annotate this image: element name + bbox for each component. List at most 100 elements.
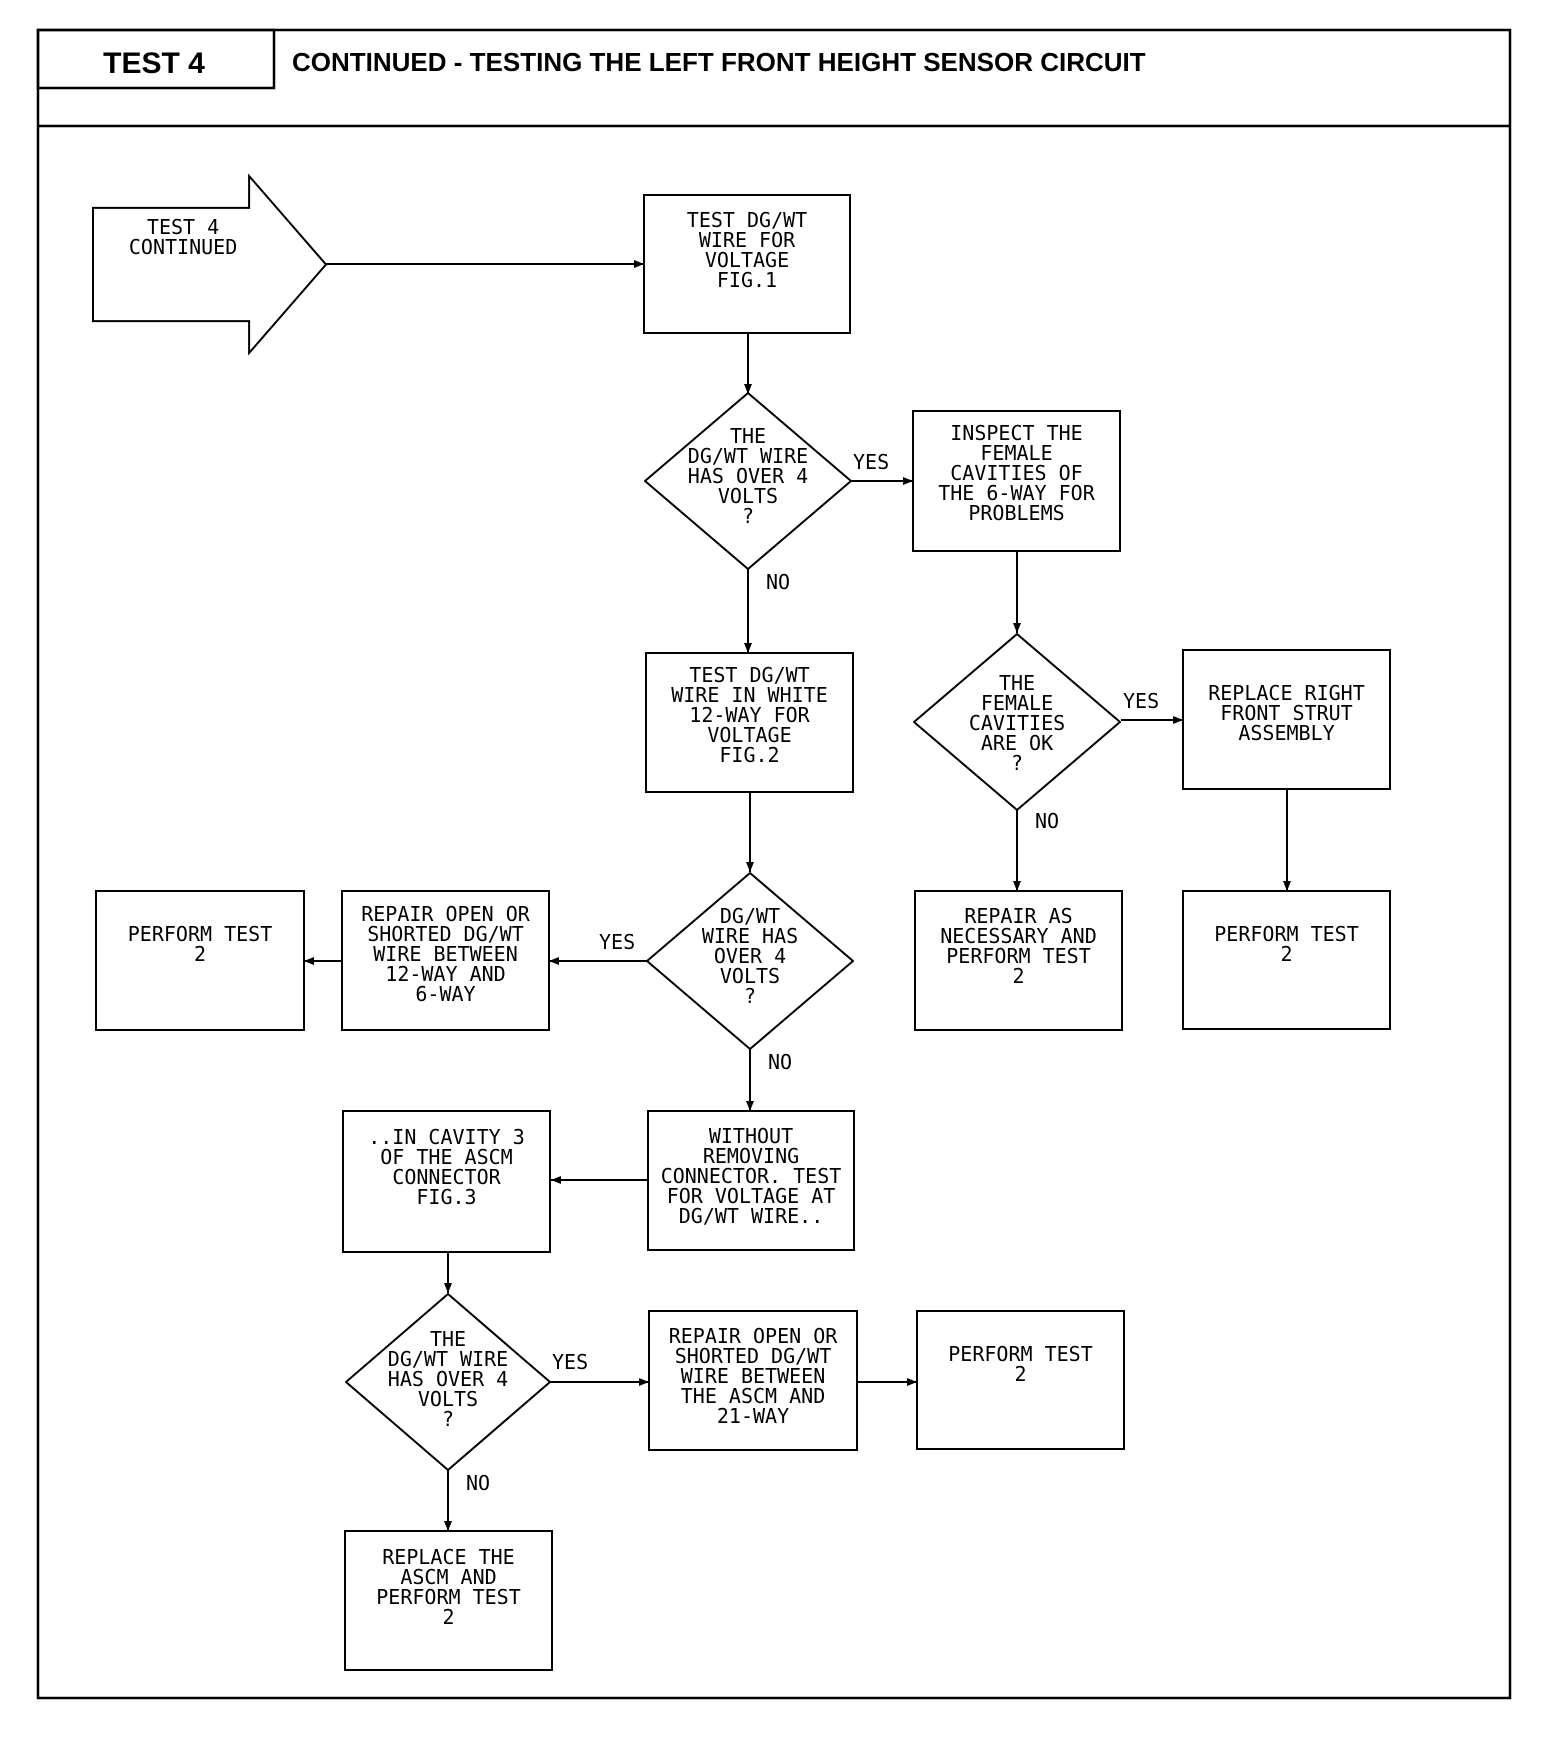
- node-text-line: INSPECT THE: [950, 421, 1082, 445]
- node-text-line: ?: [744, 984, 756, 1008]
- node-text-line: REMOVING: [703, 1144, 799, 1168]
- node-text-line: PERFORM TEST: [1214, 922, 1359, 946]
- node-text-line: PROBLEMS: [968, 501, 1064, 525]
- node-text-line: VOLTS: [418, 1387, 478, 1411]
- label-no-dec1: NO: [766, 570, 790, 594]
- process-box: [342, 1110, 551, 1253]
- label-yes-dec3: YES: [552, 1350, 588, 1374]
- node-text-line: ASSEMBLY: [1238, 721, 1334, 745]
- node-text-line: SHORTED DG/WT: [367, 922, 524, 946]
- node-text-line: 2: [442, 1605, 454, 1629]
- node-text-line: REPAIR AS: [964, 904, 1072, 928]
- decision-diamond: [345, 1293, 551, 1471]
- node-text-line: FIG.1: [717, 268, 777, 292]
- page-title: CONTINUED - TESTING THE LEFT FRONT HEIGH…: [292, 47, 1146, 77]
- label-yes-dec2: YES: [599, 930, 635, 954]
- node-text-line: WIRE BETWEEN: [373, 942, 518, 966]
- node-text-line: REPAIR OPEN OR: [669, 1324, 839, 1348]
- decision-diamond: [646, 872, 854, 1050]
- node-text-line: REPLACE RIGHT: [1208, 681, 1365, 705]
- node-text-line: VOLTAGE: [705, 248, 789, 272]
- process-box: [914, 890, 1123, 1031]
- node-text-line: WITHOUT: [709, 1124, 793, 1148]
- process-box: [648, 1310, 858, 1451]
- node-text-line: 21-WAY: [717, 1404, 789, 1428]
- node-text-line: NECESSARY AND: [940, 924, 1097, 948]
- label-no-dec2: NO: [768, 1050, 792, 1074]
- node-text-line: 2: [1280, 942, 1292, 966]
- process-box: [643, 194, 851, 334]
- node-text-line: ?: [442, 1407, 454, 1431]
- node-text-line: FOR VOLTAGE AT: [667, 1184, 836, 1208]
- start-arrow: [92, 173, 328, 356]
- node-text-line: PERFORM TEST: [946, 944, 1091, 968]
- node-text-line: FIG.3: [416, 1185, 476, 1209]
- node-text-line: DG/WT WIRE..: [679, 1204, 824, 1228]
- node-text-line: WIRE BETWEEN: [681, 1364, 826, 1388]
- decision-diamond: [913, 633, 1121, 811]
- node-text-line: THE 6-WAY FOR: [938, 481, 1095, 505]
- node-text-line: FIG.2: [719, 743, 779, 767]
- node-text-line: WIRE IN WHITE: [671, 683, 828, 707]
- node-text-line: 2: [194, 942, 206, 966]
- node-text-line: CONTINUED: [129, 235, 237, 259]
- node-text-line: ?: [1011, 751, 1023, 775]
- node-text-line: WIRE HAS: [702, 924, 798, 948]
- process-box: [344, 1530, 553, 1671]
- node-text-line: ..IN CAVITY 3: [368, 1125, 525, 1149]
- node-text-line: TEST DG/WT: [689, 663, 809, 687]
- label-no-deccav: NO: [1035, 809, 1059, 833]
- node-text-line: VOLTS: [720, 964, 780, 988]
- node-text-line: VOLTS: [718, 484, 778, 508]
- process-box: [95, 890, 305, 1031]
- process-box: [647, 1110, 855, 1251]
- node-text-line: REPAIR OPEN OR: [361, 902, 531, 926]
- node-text-line: THE: [999, 671, 1035, 695]
- node-text-line: HAS OVER 4: [388, 1367, 508, 1391]
- node-text-line: 2: [1012, 964, 1024, 988]
- node-text-line: OF THE ASCM: [380, 1145, 512, 1169]
- node-text-line: DG/WT: [720, 904, 780, 928]
- node-text-line: VOLTAGE: [707, 723, 791, 747]
- node-text-line: CONNECTOR: [392, 1165, 501, 1189]
- process-box: [916, 1310, 1125, 1450]
- node-text-line: 12-WAY FOR: [689, 703, 810, 727]
- label-no-dec3: NO: [466, 1471, 490, 1495]
- node-text-line: PERFORM TEST: [948, 1342, 1093, 1366]
- node-text-line: FEMALE: [980, 441, 1052, 465]
- node-text-line: TEST DG/WT: [687, 208, 807, 232]
- node-text-line: OVER 4: [714, 944, 786, 968]
- node-text-line: CAVITIES: [969, 711, 1065, 735]
- node-text-line: WIRE FOR: [699, 228, 796, 252]
- node-text-line: REPLACE THE: [382, 1545, 514, 1569]
- process-box: [341, 890, 550, 1031]
- process-box: [645, 652, 854, 793]
- page-frame: [36, 28, 1512, 1700]
- node-text-line: ?: [742, 504, 754, 528]
- node-text-line: PERFORM TEST: [128, 922, 273, 946]
- node-text-line: FEMALE: [981, 691, 1053, 715]
- node-text-line: SHORTED DG/WT: [675, 1344, 832, 1368]
- node-text-line: DG/WT WIRE: [688, 444, 808, 468]
- process-box: [1182, 649, 1391, 790]
- node-text-line: DG/WT WIRE: [388, 1347, 508, 1371]
- node-text-line: PERFORM TEST: [376, 1585, 521, 1609]
- connectors: [304, 260, 1291, 1531]
- node-text-line: HAS OVER 4: [688, 464, 808, 488]
- node-text-line: 6-WAY: [415, 982, 475, 1006]
